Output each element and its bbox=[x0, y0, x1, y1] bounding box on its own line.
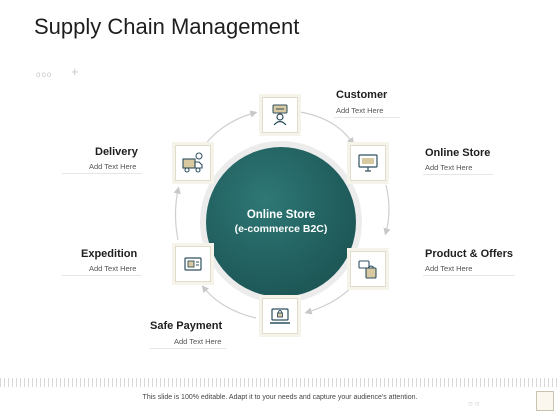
expedition-underline bbox=[62, 275, 142, 276]
footer-hatch-bar bbox=[0, 378, 560, 387]
node-safe-payment[interactable] bbox=[262, 298, 298, 334]
shopping-bag-offer-icon bbox=[358, 260, 377, 279]
delivery-title: Delivery bbox=[95, 146, 138, 158]
arrow-expedition-to-delivery bbox=[173, 186, 181, 241]
footer-decorative-dots: ○○ bbox=[468, 399, 482, 408]
decorative-dots: ooo bbox=[36, 70, 53, 79]
safe-payment-title: Safe Payment bbox=[150, 320, 223, 332]
center-title: Online Store bbox=[246, 209, 316, 221]
online-store-underline bbox=[423, 174, 493, 175]
center-subtitle: (e-commerce B2C) bbox=[234, 223, 328, 235]
safe-payment-subtitle: Add Text Here bbox=[174, 337, 222, 346]
product-offers-subtitle: Add Text Here bbox=[425, 264, 473, 273]
customer-title: Customer bbox=[336, 89, 388, 101]
product-offers-underline bbox=[423, 275, 515, 276]
arrow-store-to-product bbox=[383, 184, 391, 236]
node-product-offers[interactable] bbox=[350, 251, 386, 287]
monitor-store-icon bbox=[358, 154, 378, 172]
expedition-title: Expedition bbox=[81, 248, 138, 260]
customer-support-icon bbox=[272, 104, 288, 126]
laptop-lock-icon bbox=[270, 308, 290, 324]
center-hub: Online Store (e-commerce B2C) bbox=[206, 147, 356, 297]
node-delivery[interactable] bbox=[175, 145, 211, 181]
node-expedition[interactable] bbox=[175, 246, 211, 282]
arrow-payment-to-expedition bbox=[201, 285, 257, 319]
arrow-customer-to-store bbox=[299, 111, 355, 145]
arrow-delivery-to-customer bbox=[203, 110, 258, 147]
delivery-subtitle: Add Text Here bbox=[89, 162, 137, 171]
safe-payment-underline bbox=[150, 348, 226, 349]
expedition-subtitle: Add Text Here bbox=[89, 264, 137, 273]
customer-underline bbox=[334, 117, 400, 118]
shipping-box-icon bbox=[184, 257, 202, 271]
decorative-plus: + bbox=[71, 64, 79, 79]
corner-decoration bbox=[536, 391, 554, 411]
node-customer[interactable] bbox=[262, 97, 298, 133]
customer-subtitle: Add Text Here bbox=[336, 106, 384, 115]
product-offers-title: Product & Offers bbox=[425, 248, 514, 260]
online-store-title: Online Store bbox=[425, 147, 491, 159]
node-online-store[interactable] bbox=[350, 145, 386, 181]
delivery-truck-icon bbox=[182, 152, 203, 173]
delivery-underline bbox=[62, 173, 142, 174]
online-store-subtitle: Add Text Here bbox=[425, 163, 473, 172]
footer-note: This slide is 100% editable. Adapt it to… bbox=[142, 394, 418, 401]
slide-title: Supply Chain Management bbox=[34, 14, 300, 39]
